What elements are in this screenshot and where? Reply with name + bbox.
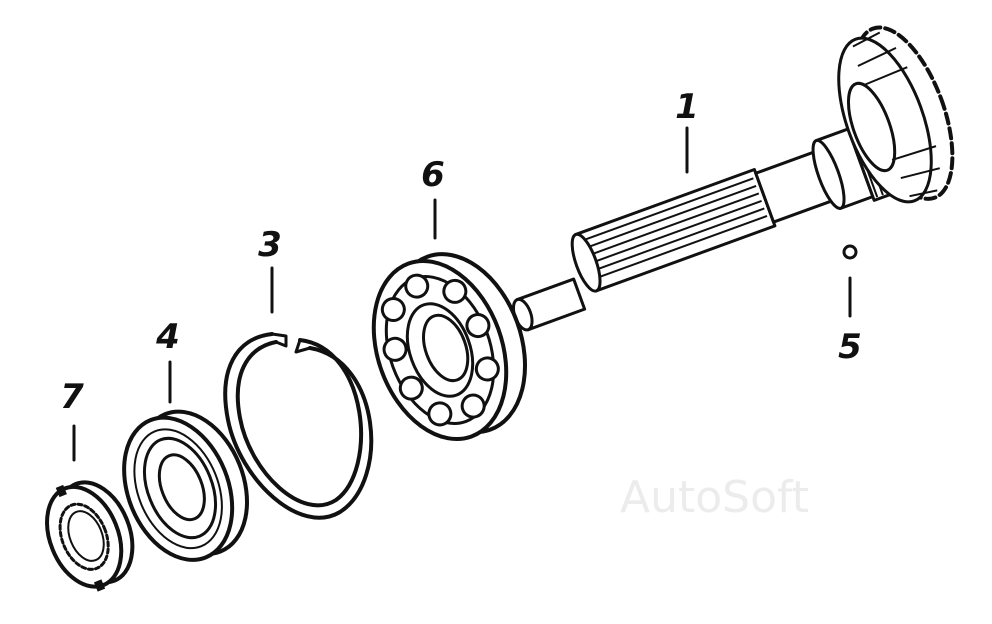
label-1: 1 xyxy=(675,87,699,127)
label-3: 3 xyxy=(258,225,282,265)
part-5-ball xyxy=(842,244,858,260)
label-7: 7 xyxy=(60,377,84,417)
part-3-snap-ring xyxy=(223,332,374,520)
part-1-shaft xyxy=(511,25,955,332)
part-4-seal xyxy=(122,409,249,562)
watermark-text: AutoSoft xyxy=(620,472,809,523)
part-6-bearing xyxy=(371,252,528,442)
label-5: 5 xyxy=(838,327,862,367)
label-4: 4 xyxy=(155,317,180,357)
label-6: 6 xyxy=(421,155,445,195)
part-7-nut xyxy=(45,480,135,592)
